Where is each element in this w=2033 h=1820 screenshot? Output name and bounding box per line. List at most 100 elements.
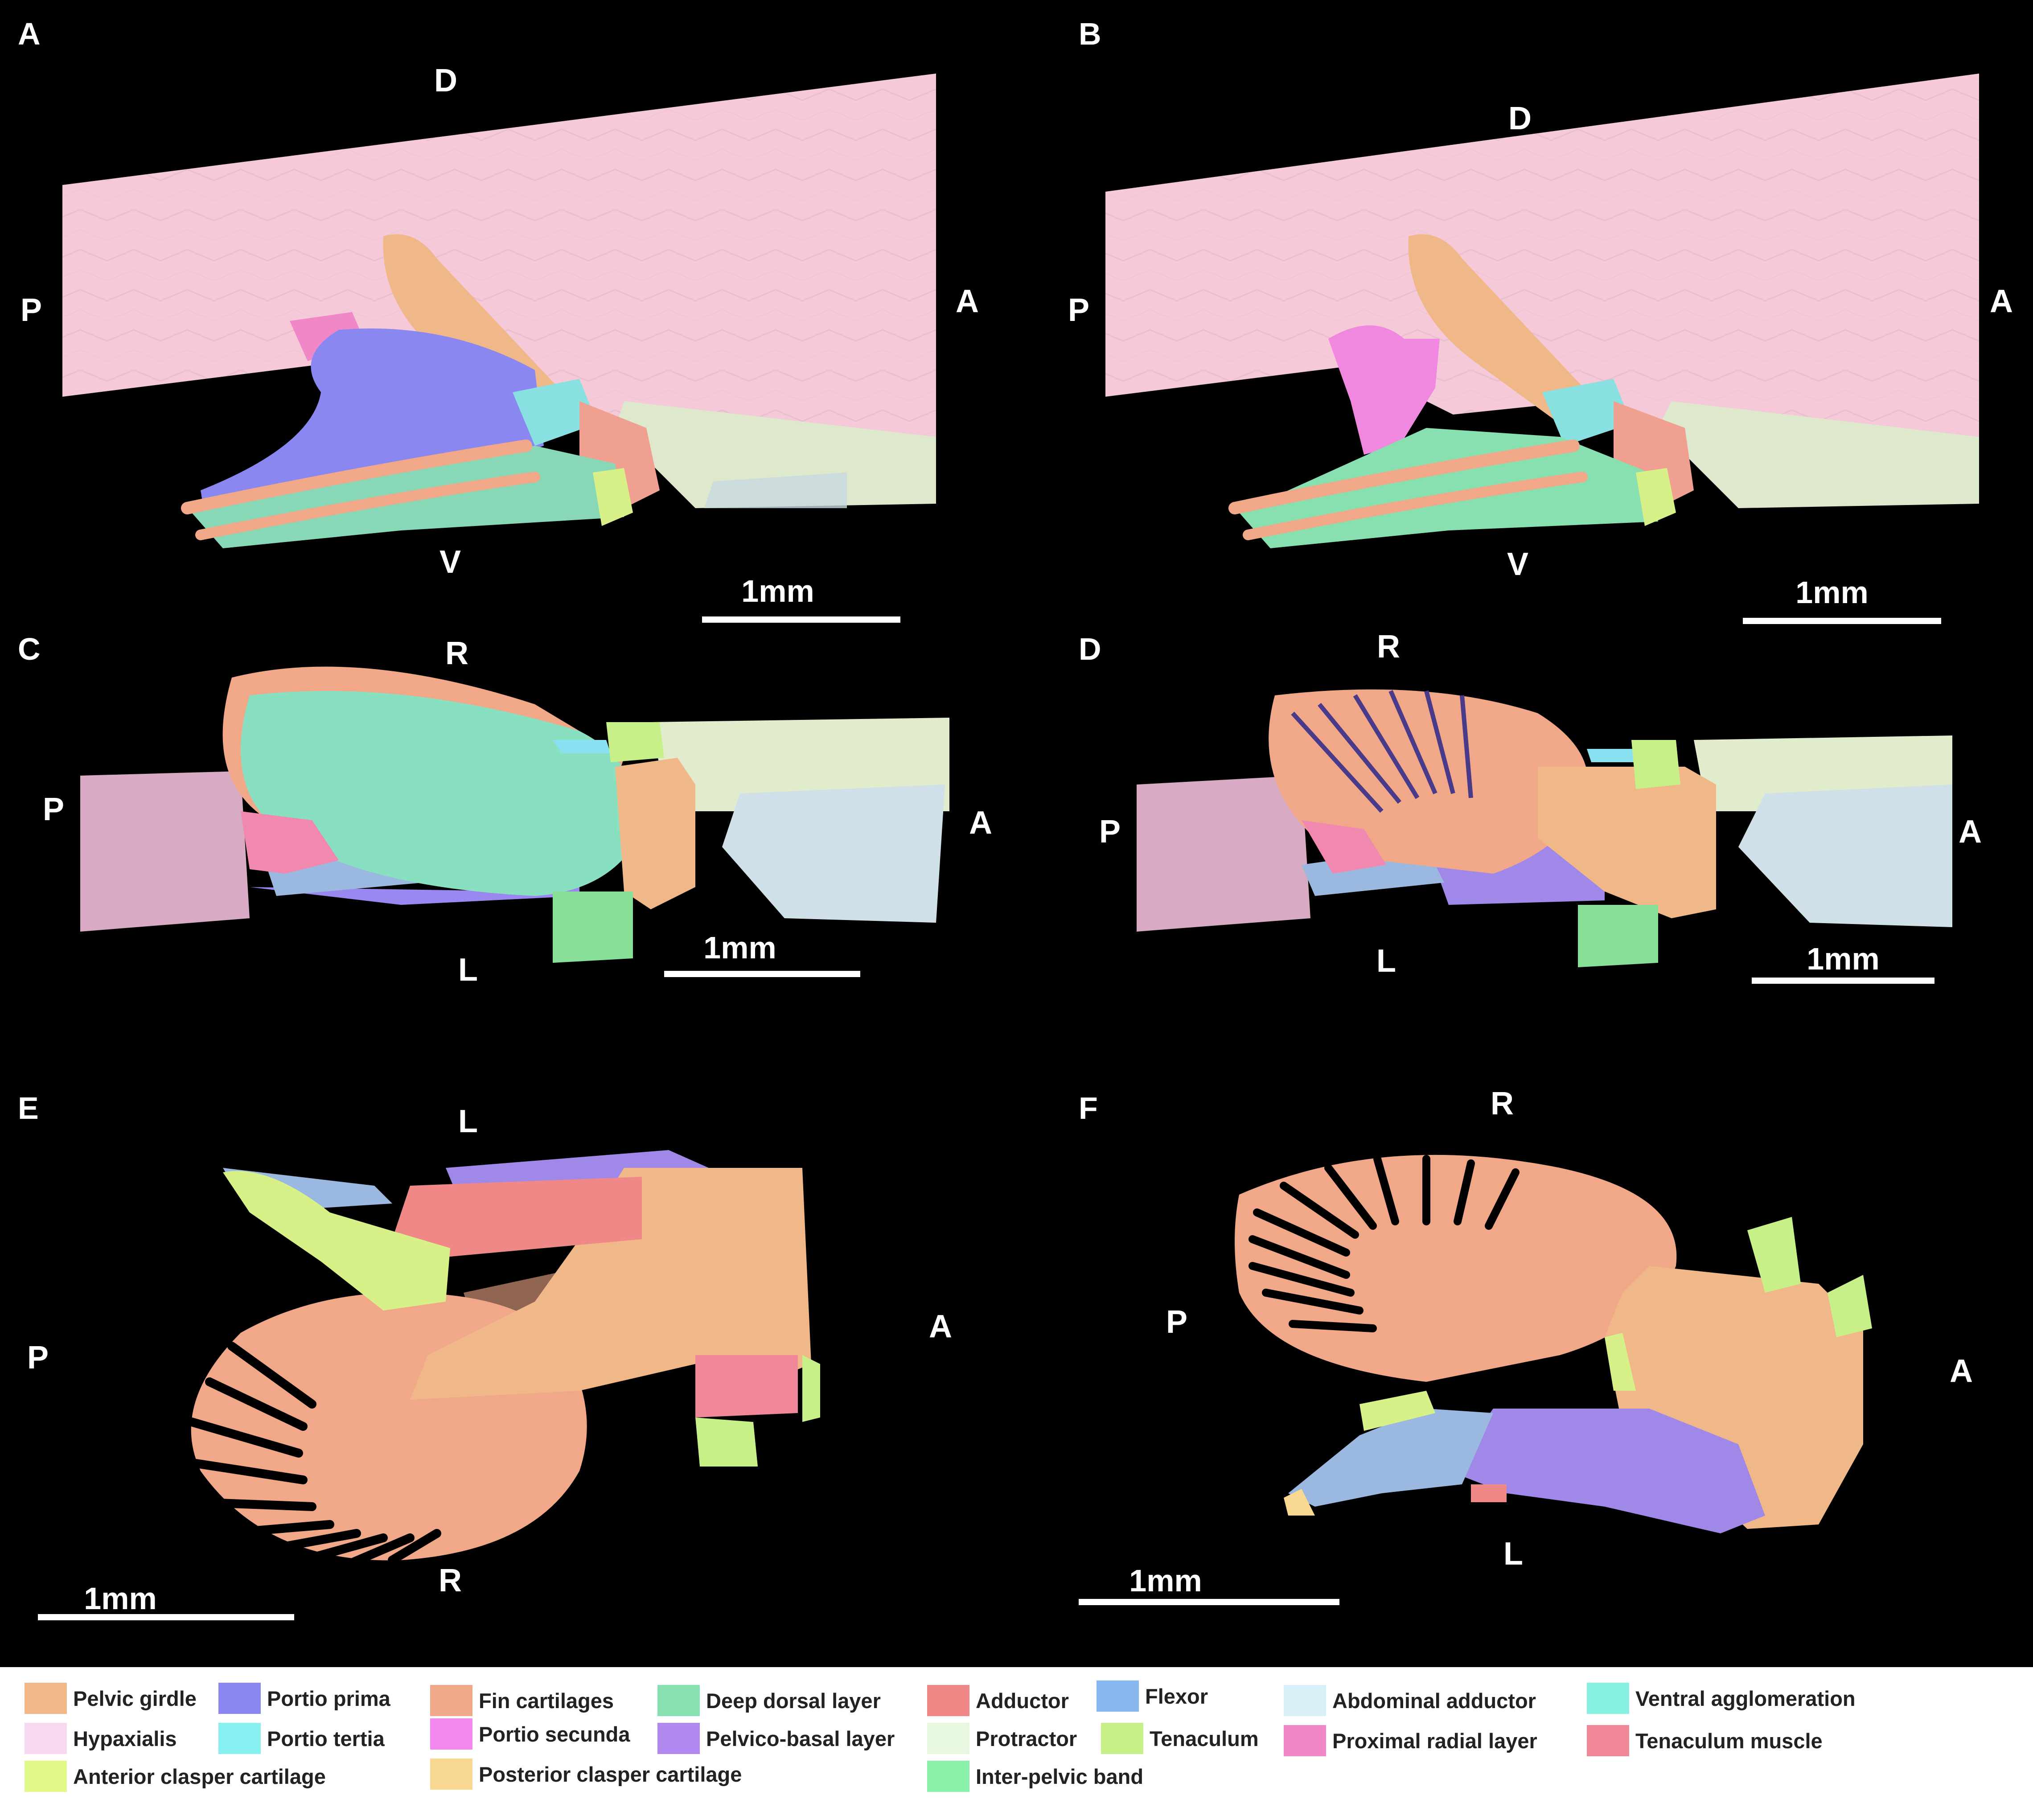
adductor-f [1471, 1484, 1507, 1502]
panel-letter-a: A [18, 16, 41, 51]
orient-d-top: R [1377, 629, 1400, 665]
panel-letter-b: B [1079, 16, 1101, 51]
legend-item: Protractor [927, 1721, 1077, 1756]
legend-item: Tenaculum [1101, 1721, 1259, 1756]
portio-secunda-b [1328, 325, 1440, 455]
legend-item: Tenaculum muscle [1587, 1723, 1823, 1758]
specimen-f [1235, 1154, 1872, 1533]
pelvico-basal-c [250, 869, 579, 905]
legend-label: Protractor [976, 1726, 1077, 1750]
panel-d: D R L P A 1mm [1079, 629, 1982, 984]
abdominal-adductor-d [1738, 785, 1952, 927]
legend-label: Pelvic girdle [73, 1686, 197, 1710]
legend-item: Pelvico-basal layer [657, 1721, 895, 1756]
panel-letter-f: F [1079, 1091, 1098, 1126]
inter-pelvic-band-d [1578, 905, 1658, 967]
specimen-d [1137, 689, 1952, 967]
panel-letter-c: C [18, 632, 41, 666]
scale-label-e: 1mm [84, 1581, 156, 1616]
legend-label: Pelvico-basal layer [706, 1726, 895, 1750]
hypaxialis-d [1137, 776, 1310, 932]
panel-c: C R L P A 1mm [18, 632, 992, 988]
orient-d-bottom: L [1376, 943, 1396, 979]
orient-f-left: P [1166, 1304, 1187, 1340]
legend-item: Abdominal adductor [1284, 1683, 1536, 1718]
legend-swatch [25, 1761, 67, 1792]
legend-item: Pelvic girdle [25, 1680, 197, 1716]
legend-swatch [1284, 1685, 1326, 1716]
scale-label-a: 1mm [741, 574, 814, 608]
legend-label: Hypaxialis [73, 1726, 177, 1750]
fin-cartilage-b [1228, 440, 1580, 514]
panel-f: F R L P A 1mm [1079, 1086, 1973, 1605]
orient-e-bottom: R [439, 1563, 462, 1598]
specimen-a [62, 74, 936, 548]
legend-swatch [218, 1723, 261, 1754]
anterior-clasper-b [1636, 468, 1676, 526]
orient-a-right: A [956, 283, 979, 319]
legend-label: Abdominal adductor [1332, 1689, 1536, 1713]
orient-a-bottom: V [439, 544, 461, 580]
pelvic-girdle-e [410, 1168, 811, 1400]
legend-label: Inter-pelvic band [976, 1764, 1144, 1788]
tenaculum-d [1631, 740, 1680, 789]
anterior-clasper-e [695, 1417, 758, 1467]
orient-c-bottom: L [458, 952, 478, 988]
radial-gaps-f [1249, 1155, 1520, 1332]
anterior-clasper-f [1605, 1333, 1636, 1391]
orient-b-bottom: V [1507, 546, 1528, 582]
specimen-c [80, 666, 949, 963]
orient-b-left: P [1068, 292, 1089, 328]
radial-gaps-e [183, 1342, 441, 1569]
tenaculum-e [223, 1171, 450, 1311]
legend-label: Posterior clasper cartilage [479, 1762, 742, 1786]
protractor-b [1658, 401, 1979, 508]
scale-label-d: 1mm [1807, 941, 1879, 976]
legend-item: Portio prima [218, 1680, 390, 1716]
legend-swatch [657, 1685, 700, 1716]
orient-e-left: P [27, 1340, 49, 1376]
specimen-e [183, 1150, 820, 1569]
orient-a-left: P [21, 292, 42, 328]
legend-swatch [430, 1685, 472, 1716]
legend-item: Flexor [1097, 1678, 1208, 1714]
legend-item: Proximal radial layer [1284, 1723, 1537, 1758]
flexor-f [1288, 1409, 1493, 1507]
figure-canvas: A D V P A 1mm B [18, 16, 2013, 1620]
hypaxialis-c [80, 771, 250, 932]
legend-label: Portio secunda [479, 1722, 630, 1746]
tenaculum-f [1747, 1217, 1801, 1293]
legend-swatch [657, 1723, 700, 1754]
portio-tertia-d [1587, 749, 1645, 762]
panel-b: B D V P A 1mm [1068, 16, 2013, 624]
legend-label: Flexor [1145, 1684, 1208, 1708]
orient-a-top: D [434, 63, 457, 99]
orient-f-top: R [1491, 1086, 1514, 1122]
legend-item: Adductor [927, 1683, 1069, 1718]
legend-label: Tenaculum muscle [1635, 1729, 1823, 1753]
ventral-agglomeration-b [1542, 379, 1631, 446]
proximal-radial-layer-c [241, 811, 339, 874]
legend-swatch [1587, 1725, 1629, 1756]
pelvico-basal-f [1449, 1409, 1765, 1533]
legend-item: Anterior clasper cartilage [25, 1758, 326, 1794]
legend-label: Proximal radial layer [1332, 1729, 1537, 1753]
legend-swatch [1284, 1725, 1326, 1756]
legend-item: Deep dorsal layer [657, 1683, 881, 1718]
orient-f-right: A [1950, 1353, 1973, 1389]
specimen-b [1105, 74, 1979, 548]
tenaculum-c [606, 722, 664, 762]
panel-e: E L R P A 1mm [18, 1091, 952, 1620]
deep-dorsal-layer-c [241, 691, 637, 896]
scale-label-c: 1mm [703, 930, 776, 965]
legend-label: Deep dorsal layer [706, 1689, 881, 1713]
legend-swatch [1101, 1723, 1143, 1754]
legend-item: Inter-pelvic band [927, 1758, 1143, 1794]
panel-letter-e: E [18, 1091, 39, 1126]
orient-d-right: A [1959, 814, 1982, 850]
tenaculum-muscle-e [695, 1355, 798, 1417]
orient-c-top: R [445, 636, 468, 671]
legend-item: Posterior clasper cartilage [430, 1756, 742, 1792]
legend-swatch [218, 1683, 261, 1714]
